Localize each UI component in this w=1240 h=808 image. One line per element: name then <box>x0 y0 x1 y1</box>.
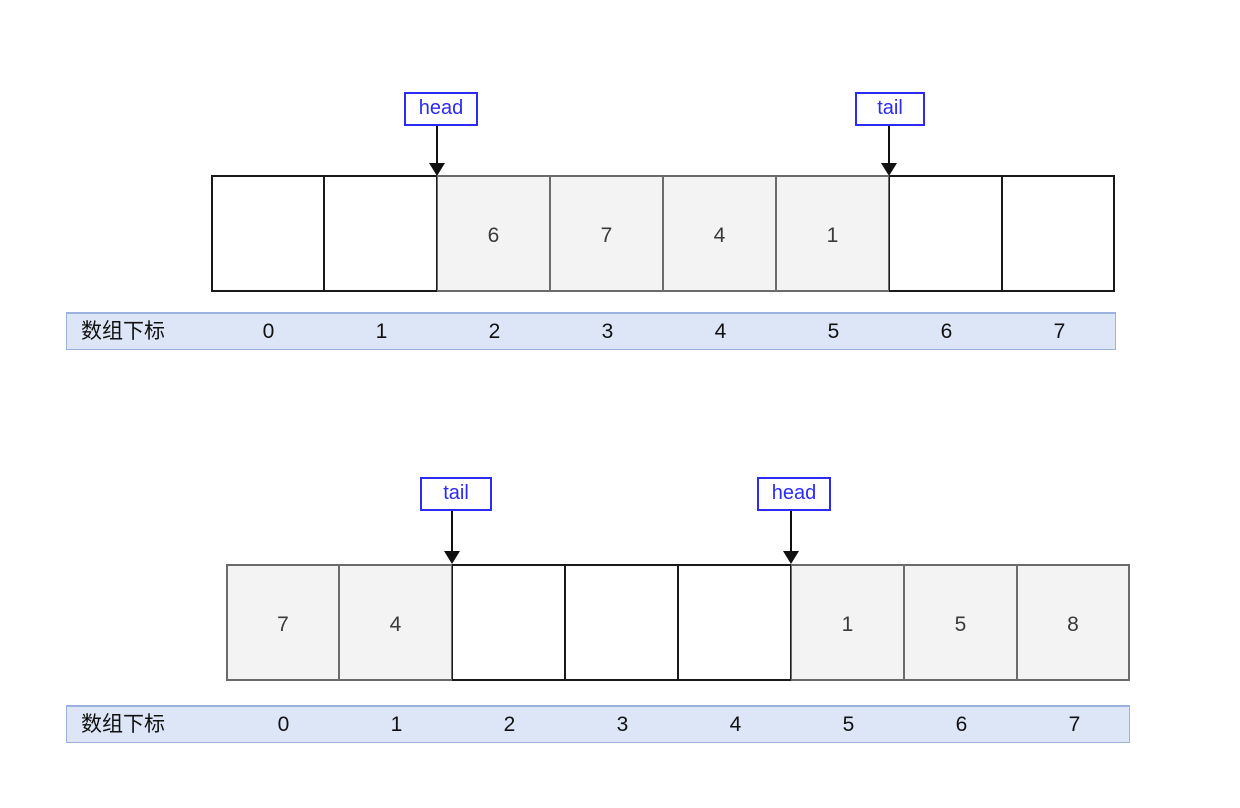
arrow-head-icon <box>783 551 799 564</box>
arrow-head-icon <box>881 163 897 176</box>
array-cell[interactable] <box>565 564 678 681</box>
array-cell[interactable] <box>678 564 791 681</box>
array-cell[interactable]: 6 <box>437 175 550 292</box>
index-label: 4 <box>729 713 742 736</box>
pointer-stem-head <box>436 126 438 164</box>
index-label: 4 <box>714 320 727 343</box>
index-label: 6 <box>940 320 953 343</box>
pointer-stem-head <box>790 511 792 552</box>
array-cell[interactable] <box>452 564 565 681</box>
index-label: 7 <box>1053 320 1066 343</box>
array-cell[interactable] <box>211 175 324 292</box>
array-cell[interactable]: 1 <box>791 564 904 681</box>
index-label: 5 <box>842 713 855 736</box>
pointer-label-head: head <box>757 477 831 511</box>
index-bar-title: 数组下标 <box>81 320 165 343</box>
array-cell[interactable]: 7 <box>226 564 339 681</box>
index-label: 3 <box>616 713 629 736</box>
index-cells-lower: 0 1 2 3 4 5 6 7 <box>227 707 1131 742</box>
pointer-label-head: head <box>404 92 478 126</box>
index-label: 3 <box>601 320 614 343</box>
index-label: 1 <box>375 320 388 343</box>
pointer-stem-tail <box>888 126 890 164</box>
arrow-head-icon <box>444 551 460 564</box>
index-label: 1 <box>390 713 403 736</box>
array-cell[interactable]: 5 <box>904 564 1017 681</box>
index-bar-title: 数组下标 <box>81 713 165 736</box>
index-cells-upper: 0 1 2 3 4 5 6 7 <box>212 314 1116 349</box>
index-label: 2 <box>503 713 516 736</box>
array-cell[interactable] <box>1002 175 1115 292</box>
index-bar-lower: 数组下标 0 1 2 3 4 5 6 7 <box>66 705 1130 743</box>
index-bar-upper: 数组下标 0 1 2 3 4 5 6 7 <box>66 312 1116 350</box>
index-label: 0 <box>277 713 290 736</box>
index-label: 5 <box>827 320 840 343</box>
array-cell[interactable] <box>889 175 1002 292</box>
array-cell[interactable]: 1 <box>776 175 889 292</box>
index-label: 2 <box>488 320 501 343</box>
pointer-label-tail: tail <box>420 477 492 511</box>
arrow-head-icon <box>429 163 445 176</box>
pointer-label-tail: tail <box>855 92 925 126</box>
array-cell[interactable]: 4 <box>339 564 452 681</box>
array-cell[interactable]: 4 <box>663 175 776 292</box>
array-cells-upper: 6 7 4 1 <box>211 175 1115 292</box>
pointer-stem-tail <box>451 511 453 552</box>
index-label: 7 <box>1068 713 1081 736</box>
array-cell[interactable]: 8 <box>1017 564 1130 681</box>
array-cell[interactable] <box>324 175 437 292</box>
array-cell[interactable]: 7 <box>550 175 663 292</box>
index-label: 0 <box>262 320 275 343</box>
index-label: 6 <box>955 713 968 736</box>
array-cells-lower: 7 4 1 5 8 <box>226 564 1130 681</box>
